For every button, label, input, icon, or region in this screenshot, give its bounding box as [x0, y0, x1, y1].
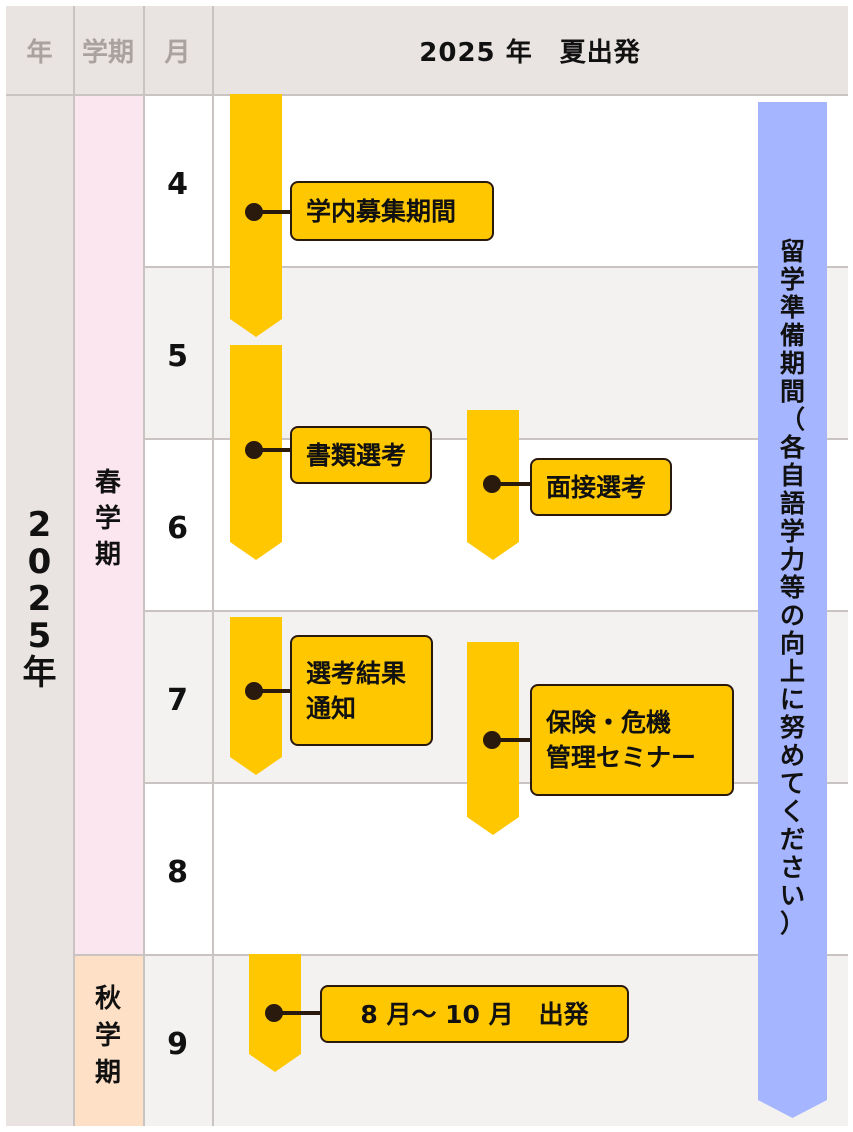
- month-9: 9: [167, 1026, 188, 1062]
- connector-line: [254, 689, 292, 693]
- autumn-semester-cell: [73, 954, 143, 1126]
- year-char: 5: [27, 616, 52, 656]
- event-safety-seminar: 保険・危機 管理セミナー: [530, 684, 734, 796]
- connector-line: [274, 1011, 322, 1015]
- autumn-char: 秋: [94, 984, 121, 1014]
- year-char: 2: [27, 579, 52, 619]
- prep-char: 間: [779, 377, 805, 406]
- month-7: 7: [167, 682, 188, 718]
- month-5: 5: [167, 338, 188, 374]
- hline-header: [6, 94, 848, 96]
- prep-char: 上: [779, 657, 805, 686]
- month-8: 8: [167, 854, 188, 890]
- year-column: [6, 94, 73, 1126]
- autumn-char: 学: [94, 1021, 121, 1051]
- prep-char: 期: [779, 349, 805, 378]
- spring-semester-label: 春 学 期: [73, 470, 143, 578]
- prep-char: 力: [779, 545, 805, 574]
- event-interview: 面接選考: [530, 458, 672, 516]
- year-char: 0: [27, 542, 52, 582]
- prep-char: の: [779, 601, 805, 630]
- bar-preparation: [758, 102, 827, 1118]
- autumn-semester-label: 秋 学 期: [73, 986, 143, 1097]
- hline-5: [143, 266, 848, 268]
- prep-char: 語: [779, 489, 805, 518]
- header-row: [6, 6, 848, 94]
- autumn-char: 期: [94, 1058, 121, 1088]
- vline-3: [212, 6, 214, 1126]
- header-year: 年: [26, 37, 53, 68]
- prep-char: （: [779, 405, 805, 434]
- year-char: 2: [27, 505, 52, 545]
- prep-char: 学: [779, 517, 805, 546]
- prep-char: 努: [779, 713, 805, 742]
- month-6: 6: [167, 510, 188, 546]
- prep-char: 各: [779, 433, 805, 462]
- prep-char: 自: [779, 461, 805, 490]
- prep-char: い: [779, 881, 805, 910]
- hline-9: [73, 954, 848, 956]
- prep-char: に: [779, 685, 805, 714]
- prep-char: 備: [779, 321, 805, 350]
- event-document-screening: 書類選考: [290, 426, 432, 484]
- prep-char: 留: [779, 237, 805, 266]
- year-char: 年: [22, 653, 57, 693]
- event-recruitment-period: 学内募集期間: [290, 181, 494, 241]
- spring-char: 春: [94, 468, 121, 498]
- spring-char: 学: [94, 504, 121, 534]
- prep-char: 等: [779, 573, 805, 602]
- prep-char: さ: [779, 853, 805, 882]
- prep-char: ）: [779, 909, 805, 938]
- connector-line: [492, 482, 532, 486]
- prep-char: て: [779, 769, 805, 798]
- hline-7: [143, 610, 848, 612]
- connector-line: [254, 210, 292, 214]
- preparation-period-label: 留 学 準 備 期 間 （ 各 自 語 学 力 等 の 向 上 に 努 め て …: [758, 238, 827, 938]
- prep-char: だ: [779, 825, 805, 854]
- prep-char: 向: [779, 629, 805, 658]
- month-4: 4: [167, 166, 188, 202]
- header-semester: 学期: [81, 37, 134, 68]
- event-departure: 8 月〜 10 月 出発: [320, 985, 629, 1043]
- prep-char: め: [779, 741, 805, 770]
- year-label: 2 0 2 5 年: [6, 508, 73, 693]
- connector-line: [492, 738, 532, 742]
- spring-char: 期: [94, 540, 121, 570]
- prep-char: 学: [779, 265, 805, 294]
- event-result-notice: 選考結果 通知: [290, 635, 433, 746]
- connector-line: [254, 448, 292, 452]
- header-title: 2025 年 夏出発: [419, 37, 641, 68]
- prep-char: 準: [779, 293, 805, 322]
- vline-1: [73, 6, 75, 1126]
- prep-char: く: [779, 797, 805, 826]
- vline-2: [143, 6, 145, 1126]
- spring-semester-cell: [73, 94, 143, 954]
- header-month: 月: [164, 37, 191, 68]
